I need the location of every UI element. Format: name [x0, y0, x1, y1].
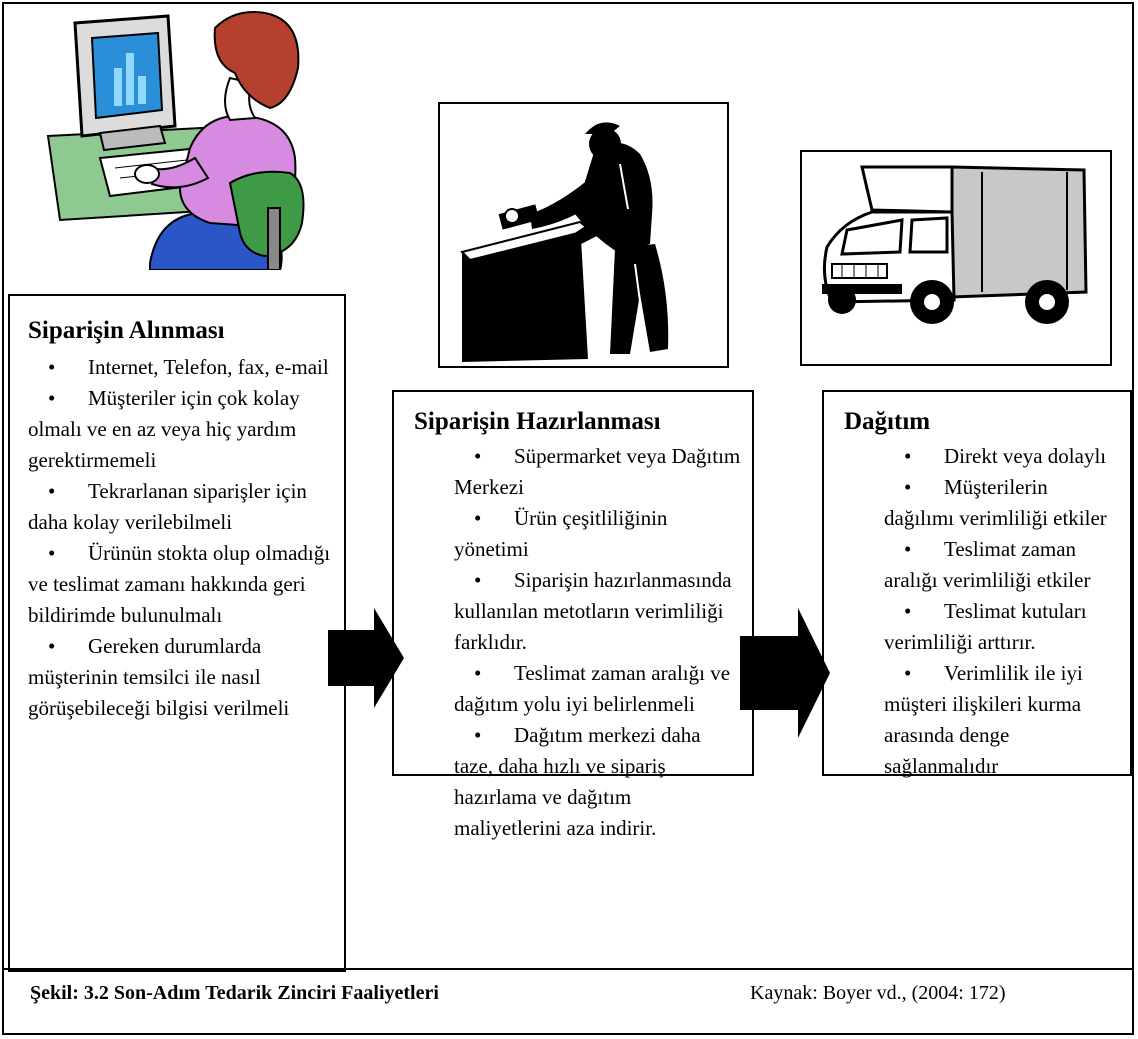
list-item: Müşteriler için çok kolay olmalı ve en a…	[28, 383, 334, 476]
list-item: Süpermarket veya Dağıtım Merkezi	[454, 441, 742, 503]
delivery-truck-clipart-icon	[822, 165, 1088, 324]
figure-caption: Şekil: 3.2 Son-Adım Tedarik Zinciri Faal…	[30, 982, 439, 1004]
list-item: Tekrarlanan siparişler için daha kolay v…	[28, 476, 334, 538]
right-arrow-icon	[740, 608, 830, 738]
bullet-icon	[454, 441, 514, 472]
bullet-icon	[884, 472, 944, 503]
bullet-icon	[28, 538, 88, 569]
distribution-title: Dağıtım	[844, 408, 931, 435]
order-taking-box: Siparişin Alınması Internet, Telefon, fa…	[8, 294, 346, 972]
bullet-icon	[884, 596, 944, 627]
bullet-icon	[454, 658, 514, 689]
list-item: Teslimat zaman aralığı ve dağıtım yolu i…	[454, 658, 742, 720]
source-caption: Kaynak: Boyer vd., (2004: 172)	[750, 982, 1006, 1004]
worker-clipart-icon	[460, 122, 669, 362]
bullet-icon	[28, 476, 88, 507]
bullet-icon	[884, 658, 944, 689]
list-item: Ürün çeşitliliğinin yönetimi	[454, 503, 742, 565]
list-item: Dağıtım merkezi daha taze, daha hızlı ve…	[454, 720, 742, 844]
order-preparation-box: Siparişin Hazırlanması Süpermarket veya …	[392, 390, 754, 840]
bullet-icon	[454, 565, 514, 596]
list-item: Verimlilik ile iyi müşteri ilişkileri ku…	[884, 658, 1120, 782]
distribution-box: Dağıtım Direkt veya dolaylı Müşterilerin…	[822, 390, 1132, 778]
list-item: Ürünün stokta olup olmadığı ve teslimat …	[28, 538, 334, 631]
bullet-icon	[28, 352, 88, 383]
order-preparation-title: Siparişin Hazırlanması	[414, 408, 661, 435]
bullet-icon	[454, 720, 514, 751]
bullet-icon	[28, 631, 88, 662]
worker-image-box	[438, 102, 729, 368]
order-taking-title: Siparişin Alınması	[28, 317, 225, 344]
list-item: Teslimat kutuları verimliliği arttırır.	[884, 596, 1120, 658]
bullet-icon	[28, 383, 88, 414]
bullet-icon	[884, 441, 944, 472]
right-arrow-icon	[328, 608, 404, 708]
order-taking-list: Internet, Telefon, fax, e-mail Müşterile…	[28, 352, 334, 724]
distribution-list: Direkt veya dolaylı Müşterilerin dağılım…	[844, 441, 1120, 782]
order-preparation-list: Süpermarket veya Dağıtım Merkezi Ürün çe…	[414, 441, 742, 844]
truck-image-box	[800, 150, 1112, 366]
list-item: Direkt veya dolaylı	[884, 441, 1120, 472]
bullet-icon	[884, 534, 944, 565]
list-item: Internet, Telefon, fax, e-mail	[28, 352, 334, 383]
list-item: Gereken durumlarda müşterinin temsilci i…	[28, 631, 334, 724]
bullet-icon	[454, 503, 514, 534]
list-item: Siparişin hazırlanmasında kullanılan met…	[454, 565, 742, 658]
computer-user-clipart-icon	[40, 8, 315, 271]
caption-divider	[2, 968, 1134, 970]
list-item: Teslimat zaman aralığı verimliliği etkil…	[884, 534, 1120, 596]
list-item: Müşterilerin dağılımı verimliliği etkile…	[884, 472, 1120, 534]
